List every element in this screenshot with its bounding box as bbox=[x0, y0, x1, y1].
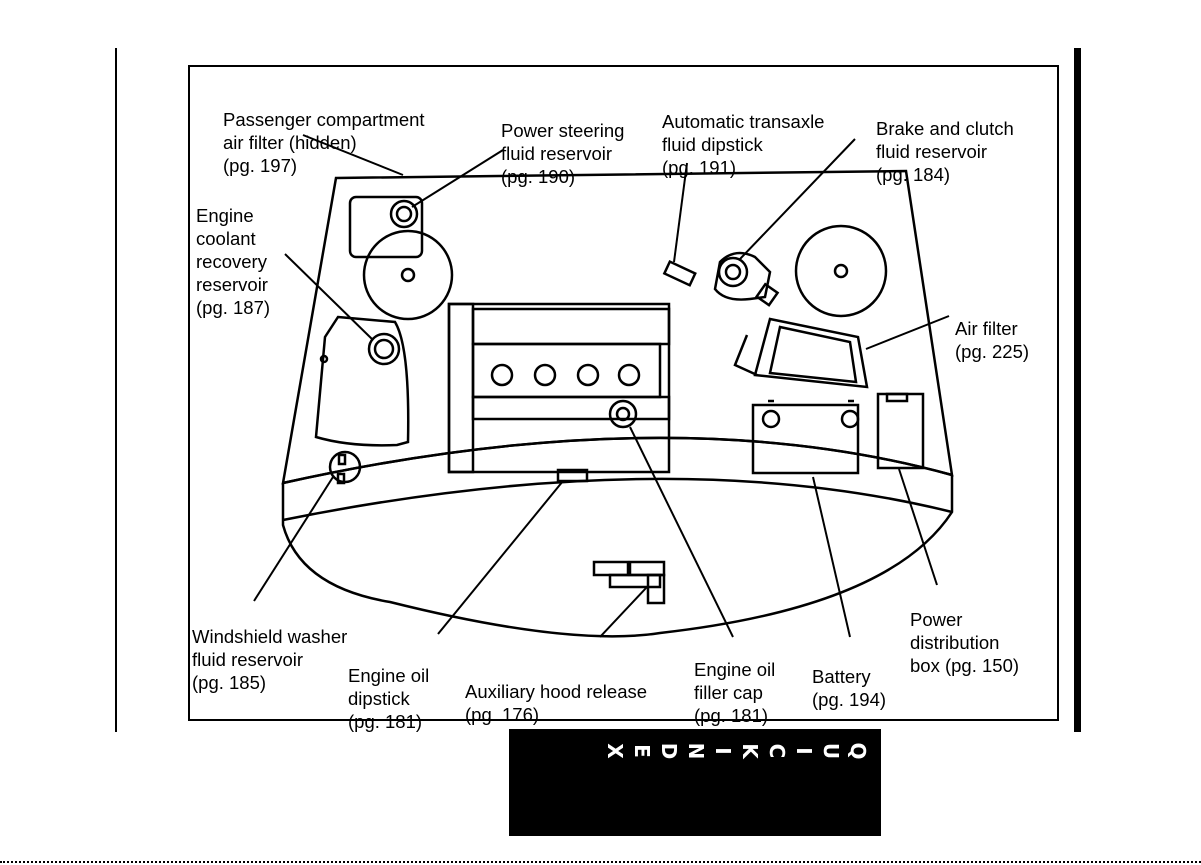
leader-battery bbox=[812, 476, 851, 638]
leader-coolant bbox=[284, 253, 374, 341]
bumper-middle bbox=[282, 477, 953, 522]
oil-filler-cap bbox=[608, 399, 638, 429]
bumper-lower bbox=[281, 475, 954, 638]
bumper-top bbox=[282, 436, 953, 485]
battery bbox=[751, 403, 860, 475]
hood-release bbox=[592, 560, 630, 577]
leader-hood-release bbox=[599, 586, 648, 638]
right-pulley bbox=[794, 224, 888, 318]
leader-air-filter bbox=[865, 315, 950, 350]
oil-dipstick-handle bbox=[556, 468, 589, 483]
brake-reservoir bbox=[713, 251, 772, 301]
air-filter-box bbox=[753, 317, 869, 389]
right-margin-bar bbox=[1074, 48, 1081, 732]
leader-power-box bbox=[898, 468, 938, 586]
leader-transaxle bbox=[673, 162, 688, 263]
leader-power-steering bbox=[411, 149, 504, 208]
engine-block bbox=[447, 302, 671, 474]
label-battery: Battery(pg. 194) bbox=[812, 666, 887, 710]
left-pulley bbox=[362, 229, 454, 321]
leader-passenger-filter bbox=[302, 134, 404, 176]
hood-outline bbox=[281, 169, 954, 485]
leader-brake bbox=[739, 138, 856, 260]
power-distribution-box bbox=[876, 392, 925, 470]
bottom-dotted-rule bbox=[0, 861, 1201, 863]
left-margin-rule bbox=[115, 48, 117, 732]
leader-washer bbox=[253, 476, 334, 602]
leader-oil-dipstick bbox=[437, 480, 564, 635]
power-steering-reservoir bbox=[348, 195, 424, 259]
leader-oil-filler bbox=[629, 426, 734, 638]
coolant-reservoir bbox=[314, 315, 410, 447]
label-air-filter: Air filter(pg. 225) bbox=[955, 318, 1030, 362]
engine-compartment-drawing bbox=[253, 134, 954, 638]
transaxle-dipstick-handle bbox=[662, 259, 697, 287]
label-hood-release: Auxiliary hood release(pg. 176) bbox=[465, 681, 648, 725]
